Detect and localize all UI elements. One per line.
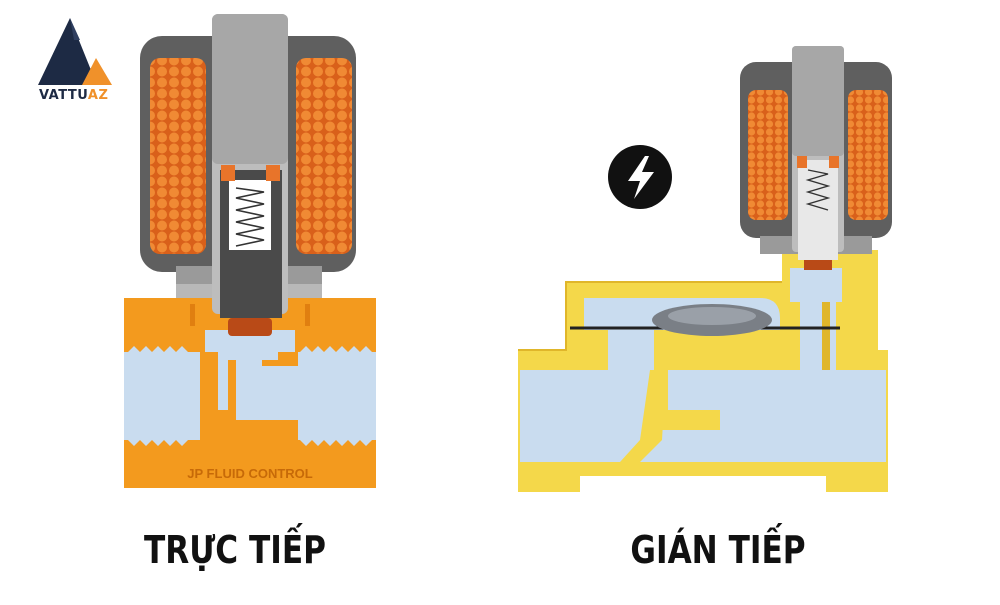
direct-acting-valve: JP FLUID CONTROL <box>124 14 376 488</box>
brand-main-text: VATTU <box>39 88 88 103</box>
coil-housing-right <box>740 46 892 270</box>
coil-icon <box>150 58 206 254</box>
spring-icon <box>805 169 831 211</box>
armature-tube-left <box>212 14 288 334</box>
caption-direct: TRỰC TIẾP <box>144 528 326 572</box>
spring-icon <box>235 187 265 247</box>
lightning-icon <box>608 145 672 209</box>
caption-pilot: GIÁN TIẾP <box>630 528 806 572</box>
plunger-icon <box>230 318 270 334</box>
brand-logo <box>38 18 112 85</box>
valve-body-right <box>518 250 888 492</box>
body-label: JP FLUID CONTROL <box>187 466 312 481</box>
coil-icon <box>748 90 788 220</box>
pilot-operated-valve <box>518 46 892 492</box>
brand-name: VATTUAZ <box>39 88 129 103</box>
brand-accent-text: AZ <box>87 88 109 103</box>
